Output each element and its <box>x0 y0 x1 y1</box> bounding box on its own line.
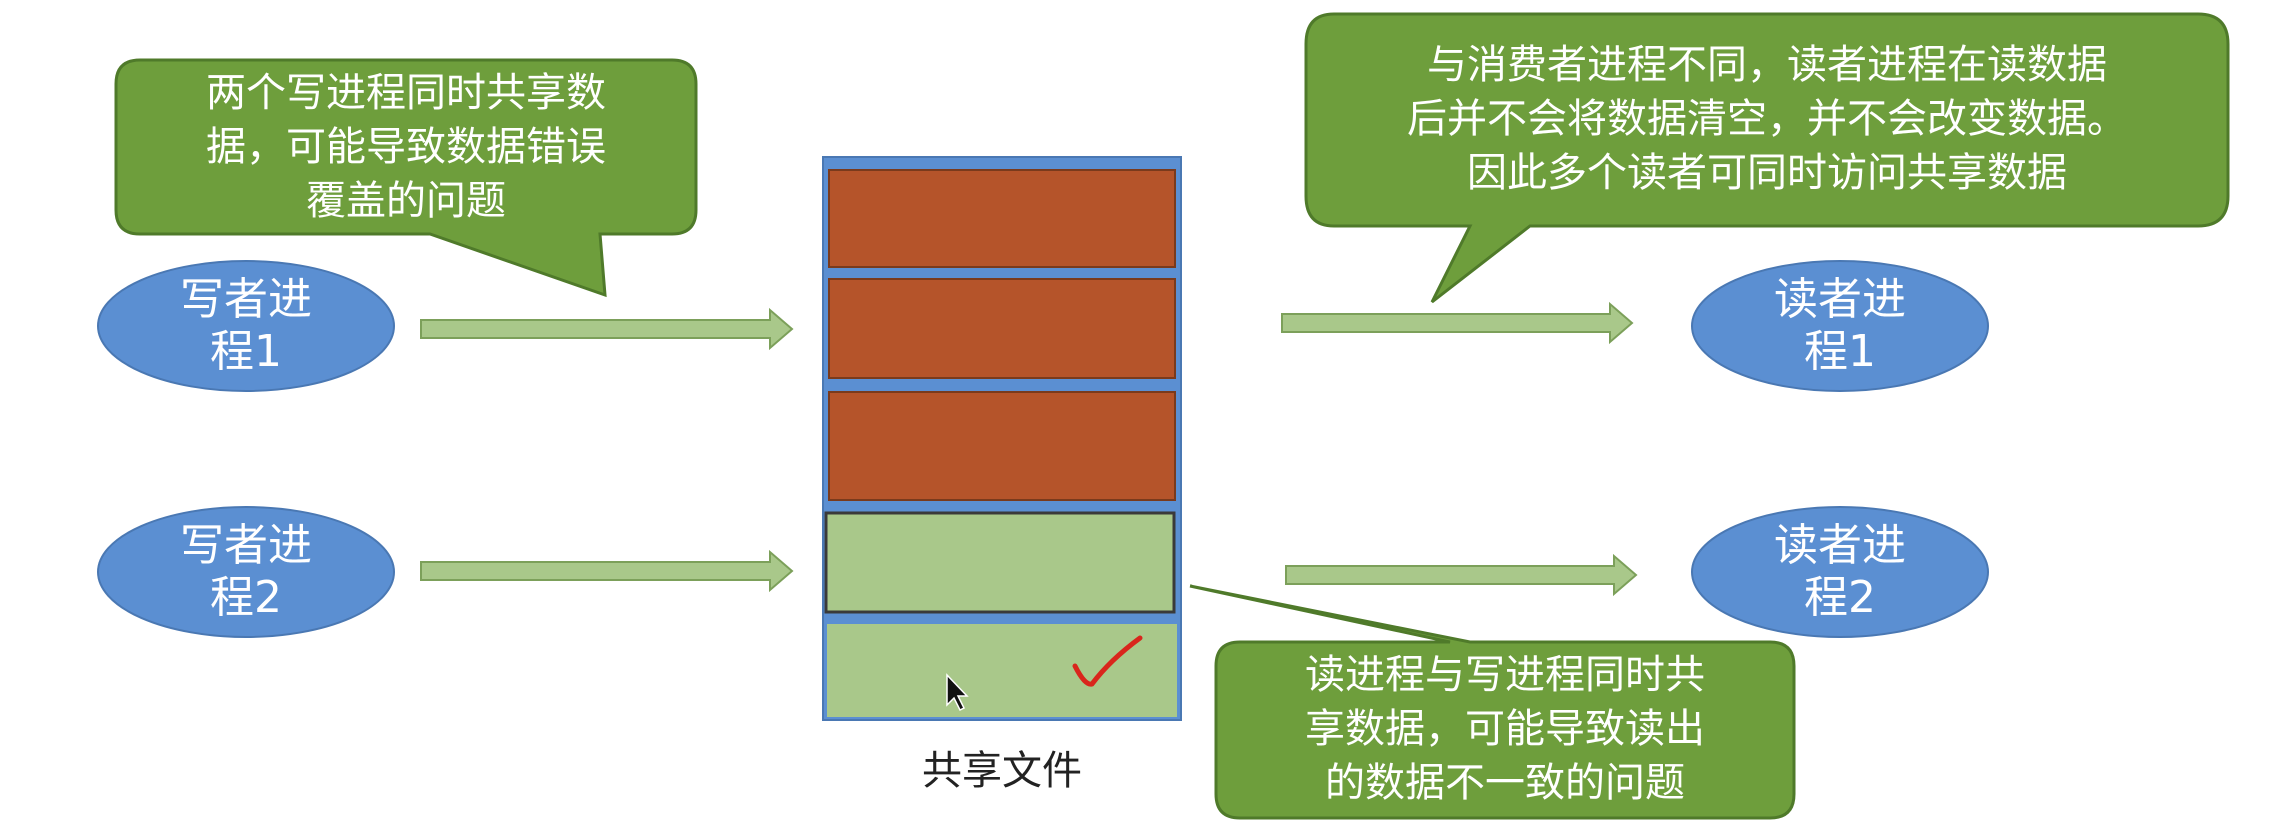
shared-file <box>822 156 1182 721</box>
callout-writers <box>114 58 698 298</box>
reader-process-2-label: 读者进 程2 <box>1774 520 1906 623</box>
file-block-5 <box>825 622 1179 719</box>
arrow-writer1-to-file <box>420 307 794 351</box>
writer-process-2 <box>97 506 395 638</box>
callout-readers-text: 与消费者进程不同，读者进程在读数据 后并不会将数据清空，并不会改变数据。 因此多… <box>1407 42 2127 196</box>
reader-process-1-label: 读者进 程1 <box>1774 274 1906 377</box>
arrow-writer2-to-file <box>420 549 794 593</box>
callout-readers <box>1304 12 2230 304</box>
file-block-2 <box>828 278 1176 379</box>
writer-process-1-label: 写者进 程1 <box>180 274 312 377</box>
arrow-file-to-reader2 <box>1285 553 1638 597</box>
writer-process-1 <box>97 260 395 392</box>
red-check-mark-icon <box>1072 635 1143 687</box>
callout-read-write <box>1189 584 1796 820</box>
mouse-pointer-icon <box>946 673 969 712</box>
file-block-3 <box>828 391 1176 501</box>
writer-process-2-label: 写者进 程2 <box>180 520 312 623</box>
file-block-1 <box>828 169 1176 268</box>
shared-file-label: 共享文件 <box>922 748 1082 794</box>
arrow-file-to-reader1 <box>1281 301 1634 345</box>
callout-writers-text: 两个写进程同时共享数 据，可能导致数据错误 覆盖的问题 <box>206 70 606 224</box>
file-block-4 <box>824 511 1176 614</box>
reader-process-2 <box>1691 506 1989 638</box>
reader-process-1 <box>1691 260 1989 392</box>
callout-read-write-text: 读进程与写进程同时共 享数据，可能导致读出 的数据不一致的问题 <box>1305 652 1705 806</box>
